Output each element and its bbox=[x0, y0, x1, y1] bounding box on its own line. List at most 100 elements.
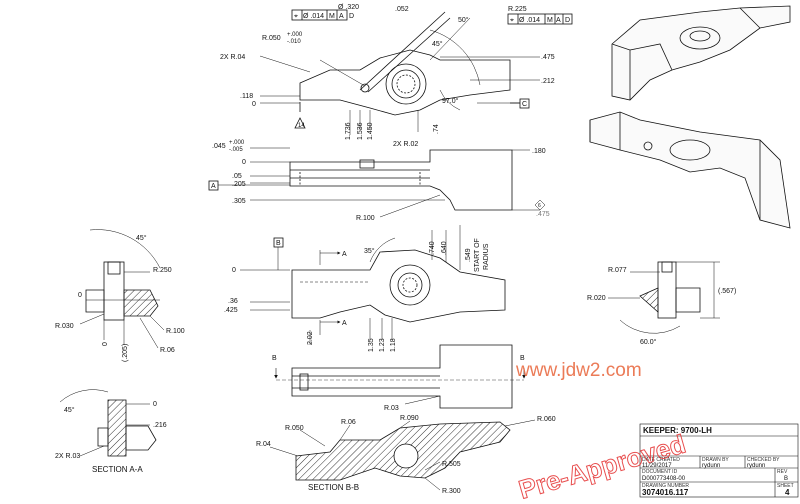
side-view bbox=[274, 344, 526, 409]
fcf-left-datum-a: A bbox=[339, 13, 344, 20]
right-detail-view bbox=[608, 261, 720, 334]
section-b-left: B bbox=[272, 355, 277, 362]
dim-d123: 1.23 bbox=[379, 338, 386, 352]
drawing-number-label: DRAWING NUMBER bbox=[642, 483, 689, 489]
dim-r077: R.077 bbox=[608, 267, 627, 274]
bottom-view bbox=[240, 225, 506, 345]
fcf-left-datum-d: D bbox=[349, 13, 354, 20]
dim-d320: Ø .320 bbox=[338, 4, 359, 11]
left-detail-view bbox=[79, 229, 165, 349]
section-bb-title: SECTION B-B bbox=[308, 483, 359, 492]
front-view bbox=[208, 147, 546, 218]
watermark-site: www.jdw2.com bbox=[515, 360, 642, 381]
section-aa bbox=[59, 389, 157, 457]
dim-d045-tol-minus: -.005 bbox=[229, 147, 243, 153]
dim-d205-ref: (.205) bbox=[122, 344, 129, 362]
part-title: KEEPER: 9700-LH bbox=[643, 426, 712, 435]
dim-d05: .05 bbox=[232, 173, 242, 180]
datum-b: B bbox=[276, 240, 281, 247]
dim-r06-bb: R.06 bbox=[341, 419, 356, 426]
dim-d118: .118 bbox=[240, 93, 253, 100]
section-aa-title: SECTION A-A bbox=[92, 465, 143, 474]
document-id-value: D000773408-00 bbox=[642, 476, 686, 482]
fcf-right-datum-d: D bbox=[565, 17, 570, 24]
dim-d135: 1.35 bbox=[368, 338, 375, 352]
section-b-right: B bbox=[520, 355, 525, 362]
dim-r225: R.225 bbox=[508, 6, 527, 13]
dim-d212: .212 bbox=[541, 78, 555, 85]
drawing-number-value: 3074016.117 bbox=[642, 488, 689, 497]
dim-d205: .205 bbox=[232, 181, 246, 188]
dim-45deg-left: 45° bbox=[136, 234, 147, 242]
dim-50deg: 50° bbox=[458, 16, 469, 24]
rev-value: B bbox=[784, 476, 788, 482]
dim-zero-left-b: 0 bbox=[102, 342, 109, 346]
sheet-value: 4 bbox=[785, 488, 790, 497]
note-14: 14 bbox=[298, 123, 305, 129]
isometric-view-top bbox=[611, 5, 791, 101]
dim-2x-r03: 2X R.03 bbox=[55, 453, 80, 460]
dim-r020: R.020 bbox=[587, 295, 606, 302]
dim-r030: R.030 bbox=[55, 323, 74, 330]
datum-c: C bbox=[522, 101, 527, 108]
side-view-labels: B B R.03 bbox=[272, 355, 525, 412]
dim-d045-tol-plus: +.000 bbox=[229, 140, 245, 146]
date-created-label: DATE CREATED bbox=[642, 457, 680, 463]
dim-r050: R.050 bbox=[262, 35, 281, 42]
dim-r03: R.03 bbox=[384, 405, 399, 412]
dim-d640: .640 bbox=[441, 241, 448, 255]
dim-r300: R.300 bbox=[442, 488, 461, 495]
dim-d475: .475 bbox=[541, 54, 555, 61]
fcf-left-modifier: M bbox=[329, 13, 335, 20]
checked-by-label: CHECKED BY bbox=[747, 457, 780, 463]
isometric-view-bottom bbox=[589, 111, 791, 229]
title-block-text: KEEPER: 9700-LH DATE CREATED 11/29/2017 … bbox=[642, 426, 794, 497]
dim-35deg: 35° bbox=[364, 247, 375, 255]
title-block bbox=[639, 423, 799, 498]
fcf-right-datum-a: A bbox=[556, 17, 561, 24]
dim-zero-front: 0 bbox=[242, 159, 246, 166]
rev-label: REV bbox=[777, 469, 788, 475]
note-start-of: START OF bbox=[474, 238, 481, 272]
note-radius: RADIUS bbox=[483, 243, 490, 270]
fcf-left-symbol: ⌖ bbox=[294, 13, 298, 20]
drawn-by-label: DRAWN BY bbox=[702, 457, 729, 463]
dim-d567-ref: (.567) bbox=[718, 288, 736, 295]
front-view-labels: .045 +.000 -.005 0 .180 .05 .205 A .305 … bbox=[211, 140, 550, 222]
date-created-value: 11/29/2017 bbox=[642, 463, 672, 469]
dim-r100-left: R.100 bbox=[166, 328, 185, 335]
datum-a: A bbox=[211, 183, 216, 190]
checked-by-value: rydunn bbox=[747, 463, 765, 469]
left-detail-labels: 45° R.250 0 R.030 0 (.205) R.100 R.06 bbox=[55, 234, 185, 362]
dim-45deg-aa: 45° bbox=[64, 406, 75, 414]
dim-r505: R.505 bbox=[442, 461, 461, 468]
dim-d202: 2.02 bbox=[307, 331, 314, 345]
dim-d740: .740 bbox=[429, 241, 436, 255]
dim-zero-left-a: 0 bbox=[78, 292, 82, 299]
dim-r250: R.250 bbox=[153, 267, 172, 274]
dim-1450: 1.450 bbox=[367, 122, 374, 140]
right-detail-labels: R.077 R.020 (.567) 60.0° bbox=[587, 267, 736, 346]
dim-d74: .74 bbox=[433, 124, 440, 134]
dim-45deg: 45° bbox=[432, 40, 443, 48]
dim-d36: .36 bbox=[228, 298, 238, 305]
top-view bbox=[259, 9, 573, 135]
dim-2x-r04: 2X R.04 bbox=[220, 54, 245, 61]
dim-2x-r02: 2X R.02 bbox=[393, 141, 418, 148]
dim-1736: 1.736 bbox=[345, 122, 352, 140]
dim-d180: .180 bbox=[532, 148, 546, 155]
fcf-right-modifier: M bbox=[547, 17, 553, 24]
dim-d425: .425 bbox=[224, 307, 238, 314]
dim-d305: .305 bbox=[232, 198, 246, 205]
dim-d549: .549 bbox=[465, 248, 472, 262]
dim-r04-bb: R.04 bbox=[256, 441, 271, 448]
dim-r050-tol-minus: -.010 bbox=[287, 39, 301, 45]
drawn-by-value: rydunn bbox=[702, 463, 720, 469]
section-arrow-a-bottom: A bbox=[342, 320, 347, 327]
dim-1536: 1.536 bbox=[357, 122, 364, 140]
fcf-right-symbol: ⌖ bbox=[510, 17, 514, 24]
note-6: 6 bbox=[538, 203, 541, 209]
top-view-labels: ⌖ Ø .014 M A D ⌖ Ø .014 M A D Ø .320 .05… bbox=[220, 4, 570, 148]
dim-60deg: 60.0° bbox=[640, 338, 657, 346]
